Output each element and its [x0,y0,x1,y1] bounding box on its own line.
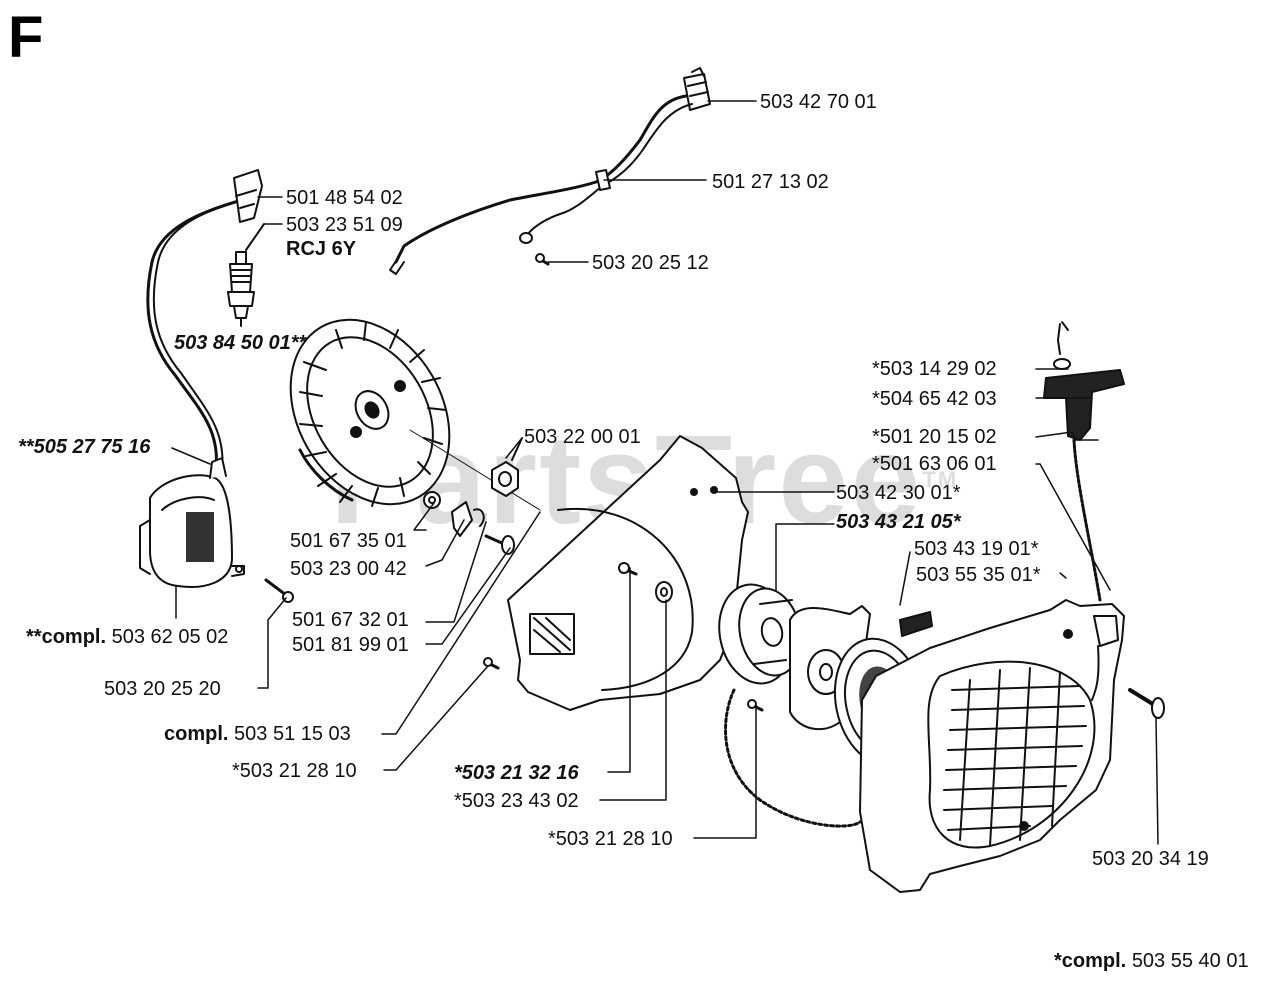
starter-handle [1043,321,1125,602]
starter-pulley [718,583,802,685]
part-number: 503 23 51 09 [286,214,403,236]
ignition-module [139,457,245,588]
part-label[interactable]: 501 67 32 01 [292,609,409,631]
part-label[interactable]: 503 23 00 42 [290,558,407,580]
part-prefix: **compl. [26,626,107,648]
part-number: 501 48 54 02 [286,187,403,209]
part-label[interactable]: 503 23 51 09 [286,214,403,236]
part-label[interactable]: 501 81 99 01 [292,634,409,656]
part-number: *501 63 06 01 [872,453,997,475]
part-number: 503 51 15 03 [234,723,351,745]
part-label[interactable]: *501 63 06 01 [872,453,997,475]
switch-wire [389,94,693,275]
part-prefix: compl. [164,723,229,745]
part-number: *504 65 42 03 [872,388,997,410]
part-number: 503 22 00 01 [524,426,641,448]
part-label[interactable]: 503 42 30 01* [836,482,961,504]
spring-screw [747,699,764,712]
part-prefix: *compl. [1054,950,1127,972]
part-number: 503 23 00 42 [290,558,407,580]
part-number: 503 62 05 02 [111,626,229,648]
leader-lines [171,100,1159,845]
part-number: 503 42 70 01 [760,91,877,113]
part-label[interactable]: RCJ 6Y [286,238,356,260]
cover-washer [655,581,673,603]
part-label[interactable]: 501 27 13 02 [712,171,829,193]
part-label[interactable]: compl. 503 51 15 03 [164,723,351,745]
flywheel [289,318,451,507]
part-number: *503 21 32 16 [454,762,579,784]
cover-screw-1 [618,562,638,576]
part-number: 503 55 40 01 [1131,950,1249,972]
part-number: 503 55 35 01* [916,564,1041,586]
part-number: 503 43 21 05* [836,511,961,533]
part-number: *503 21 28 10 [548,828,673,850]
part-number: *503 14 29 02 [872,358,997,380]
part-label[interactable]: 501 48 54 02 [286,187,403,209]
part-number: *501 20 15 02 [872,426,997,448]
part-number: 503 84 50 01** [174,332,307,354]
part-number: 501 81 99 01 [292,634,409,656]
spark-plug [227,223,265,327]
part-label[interactable]: 501 67 35 01 [290,530,407,552]
part-number: 503 42 30 01* [836,482,961,504]
ground-screw-top [535,253,550,266]
module-screw [264,578,294,603]
part-number: 501 67 32 01 [292,609,409,631]
starter-cover-plate [507,435,749,711]
part-label[interactable]: 503 20 25 20 [104,678,221,700]
part-label[interactable]: 503 20 34 19 [1092,848,1209,870]
part-label[interactable]: *503 21 32 16 [454,762,579,784]
part-number: 503 20 34 19 [1092,848,1209,870]
part-label[interactable]: 503 42 70 01 [760,91,877,113]
spark-plug-cap [233,169,263,223]
part-number: 503 43 19 01* [914,538,1039,560]
flywheel-washer-parts [409,429,541,555]
part-label[interactable]: *501 20 15 02 [872,426,997,448]
starter-housing [859,599,1125,893]
part-label[interactable]: 503 22 00 01 [524,426,641,448]
part-label[interactable]: *503 14 29 02 [872,358,997,380]
stop-switch [683,67,711,111]
part-number: 501 67 35 01 [290,530,407,552]
housing-screw [1128,688,1165,719]
part-number: **505 27 75 16 [18,436,151,458]
watermark-tm: TM [922,467,959,492]
part-number: 503 20 25 12 [592,252,709,274]
part-label[interactable]: 503 43 19 01* [914,538,1039,560]
part-label[interactable]: **505 27 75 16 [18,436,150,458]
section-letter: F [8,5,44,70]
part-number: *503 23 43 02 [454,790,579,812]
ignition-cable [146,197,249,472]
part-label[interactable]: *503 21 28 10 [232,760,357,782]
part-number: *503 21 28 10 [232,760,357,782]
part-label[interactable]: 503 43 21 05* [836,511,961,533]
part-label[interactable]: *compl. 503 55 40 01 [1054,950,1249,972]
flywheel-nut [491,437,523,497]
part-number: 501 27 13 02 [712,171,829,193]
part-label[interactable]: *503 21 28 10 [548,828,673,850]
part-number: 503 20 25 20 [104,678,221,700]
starter-rope [724,688,862,828]
part-label[interactable]: 503 20 25 12 [592,252,709,274]
part-label[interactable]: 503 84 50 01** [174,332,306,354]
part-number: RCJ 6Y [286,238,357,260]
part-label[interactable]: *504 65 42 03 [872,388,997,410]
part-label[interactable]: 503 55 35 01* [916,564,1041,586]
cover-screw-2 [483,657,500,670]
part-label[interactable]: *503 23 43 02 [454,790,579,812]
part-label[interactable]: **compl. 503 62 05 02 [26,626,228,648]
